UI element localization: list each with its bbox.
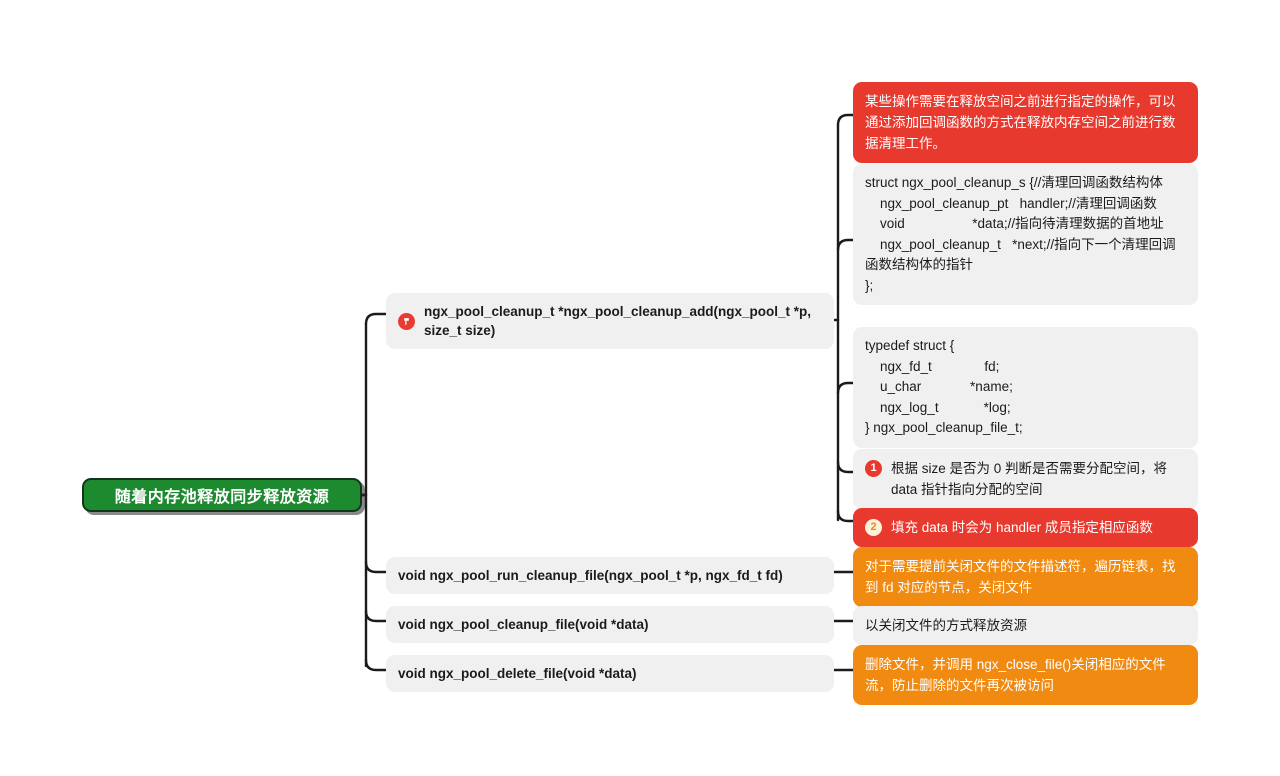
function-node-delete-file[interactable]: void ngx_pool_delete_file(void *data) [386, 655, 834, 692]
root-node-label: 随着内存池释放同步释放资源 [114, 489, 330, 506]
function-signature: ngx_pool_cleanup_t *ngx_pool_cleanup_add… [424, 304, 815, 338]
function-signature: void ngx_pool_cleanup_file(void *data) [398, 617, 649, 632]
function-node-run-cleanup-file[interactable]: void ngx_pool_run_cleanup_file(ngx_pool_… [386, 557, 834, 594]
function-signature: void ngx_pool_run_cleanup_file(ngx_pool_… [398, 568, 783, 583]
step-item-two[interactable]: 2 填充 data 时会为 handler 成员指定相应函数 [853, 508, 1198, 547]
code-text: typedef struct { ngx_fd_t fd; u_char *na… [865, 338, 1023, 435]
step-text: 根据 size 是否为 0 判断是否需要分配空间，将 data 指针指向分配的空… [891, 461, 1171, 497]
description-text: 对于需要提前关闭文件的文件描述符，遍历链表，找到 fd 对应的节点，关闭文件 [865, 559, 1176, 595]
flag-icon [398, 313, 415, 330]
root-node[interactable]: 随着内存池释放同步释放资源 [82, 478, 362, 512]
description-text: 以关闭文件的方式释放资源 [865, 618, 1027, 633]
code-block-ngx-pool-cleanup-s[interactable]: struct ngx_pool_cleanup_s {//清理回调函数结构体 n… [853, 164, 1198, 305]
function-signature: void ngx_pool_delete_file(void *data) [398, 666, 637, 681]
description-callback-note[interactable]: 某些操作需要在释放空间之前进行指定的操作，可以通过添加回调函数的方式在释放内存空… [853, 82, 1198, 163]
step-number-badge: 2 [865, 519, 882, 536]
description-cleanup-file[interactable]: 以关闭文件的方式释放资源 [853, 606, 1198, 645]
code-text: struct ngx_pool_cleanup_s {//清理回调函数结构体 n… [865, 175, 1176, 293]
function-node-cleanup-add[interactable]: ngx_pool_cleanup_t *ngx_pool_cleanup_add… [386, 293, 834, 349]
description-text: 某些操作需要在释放空间之前进行指定的操作，可以通过添加回调函数的方式在释放内存空… [865, 94, 1176, 151]
description-text: 删除文件，并调用 ngx_close_file()关闭相应的文件流，防止删除的文… [865, 657, 1166, 693]
step-number-badge: 1 [865, 460, 882, 477]
description-delete-file[interactable]: 删除文件，并调用 ngx_close_file()关闭相应的文件流，防止删除的文… [853, 645, 1198, 705]
code-block-ngx-pool-cleanup-file-t[interactable]: typedef struct { ngx_fd_t fd; u_char *na… [853, 327, 1198, 448]
function-node-cleanup-file[interactable]: void ngx_pool_cleanup_file(void *data) [386, 606, 834, 643]
description-run-cleanup-file[interactable]: 对于需要提前关闭文件的文件描述符，遍历链表，找到 fd 对应的节点，关闭文件 [853, 547, 1198, 607]
step-text: 填充 data 时会为 handler 成员指定相应函数 [891, 520, 1153, 535]
step-item-one[interactable]: 1 根据 size 是否为 0 判断是否需要分配空间，将 data 指针指向分配… [853, 449, 1198, 509]
